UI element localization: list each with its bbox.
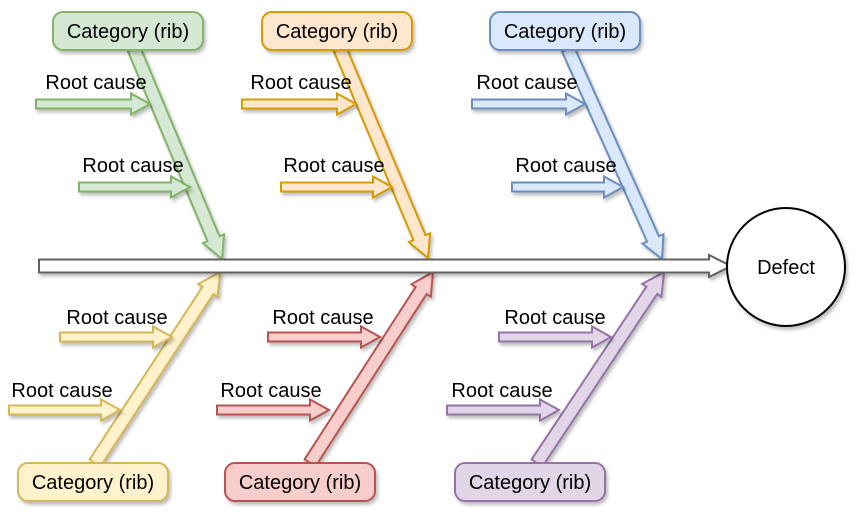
- root-cause-label: Root cause: [45, 72, 146, 94]
- rib-group-green: Root cause Root cause Category (rib): [35, 11, 226, 261]
- category-box-blue: [489, 11, 641, 51]
- spine-arrow: [38, 253, 734, 279]
- root-cause-arrow: [446, 397, 562, 423]
- category-label: Category (rib): [67, 21, 189, 43]
- root-cause-label: Root cause: [515, 155, 616, 177]
- root-cause-label: Root cause: [451, 380, 552, 402]
- root-cause-label: Root cause: [82, 155, 183, 177]
- rib-arrow-purple: [530, 270, 666, 468]
- rib-arrow-red: [303, 270, 435, 468]
- category-box-green: [52, 11, 204, 51]
- root-cause-arrow: [280, 174, 395, 200]
- rib-arrow-yellow: [88, 270, 222, 468]
- defect-group: Defect: [726, 207, 846, 327]
- root-cause-arrow: [78, 174, 193, 200]
- root-cause-arrow: [35, 91, 153, 117]
- root-cause-label: Root cause: [504, 307, 605, 329]
- root-cause-label: Root cause: [476, 72, 577, 94]
- root-cause-arrow: [471, 91, 588, 117]
- rib-group-purple: Root cause Root cause Category (rib): [446, 270, 666, 502]
- rib-group-orange: Root cause Root cause Category (rib): [241, 11, 432, 260]
- root-cause-arrow: [8, 397, 123, 423]
- root-cause-label: Root cause: [283, 155, 384, 177]
- category-label: Category (rib): [32, 472, 154, 494]
- category-box-purple: [454, 462, 606, 502]
- root-cause-label: Root cause: [272, 307, 373, 329]
- rib-arrow-orange: [332, 45, 432, 260]
- category-label: Category (rib): [504, 21, 626, 43]
- defect-label: Defect: [757, 257, 815, 279]
- rib-arrow-green: [126, 45, 226, 261]
- rib-group-blue: Root cause Root cause Category (rib): [471, 11, 665, 261]
- category-box-red: [224, 462, 376, 502]
- category-box-orange: [261, 11, 413, 51]
- defect-circle: [726, 207, 846, 327]
- category-label: Category (rib): [239, 472, 361, 494]
- category-box-yellow: [17, 462, 169, 502]
- root-cause-arrow: [511, 174, 626, 200]
- root-cause-arrow: [241, 91, 359, 117]
- root-cause-label: Root cause: [220, 380, 321, 402]
- root-cause-arrow: [267, 324, 383, 350]
- rib-group-yellow: Root cause Root cause Category (rib): [8, 270, 222, 502]
- root-cause-arrow: [498, 324, 614, 350]
- root-cause-label: Root cause: [250, 72, 351, 94]
- root-cause-arrow: [59, 324, 175, 350]
- category-label: Category (rib): [276, 21, 398, 43]
- root-cause-arrow: [216, 397, 332, 423]
- root-cause-label: Root cause: [66, 307, 167, 329]
- category-label: Category (rib): [469, 472, 591, 494]
- root-cause-label: Root cause: [11, 380, 112, 402]
- rib-group-red: Root cause Root cause Category (rib): [216, 270, 435, 502]
- rib-arrow-blue: [560, 44, 665, 261]
